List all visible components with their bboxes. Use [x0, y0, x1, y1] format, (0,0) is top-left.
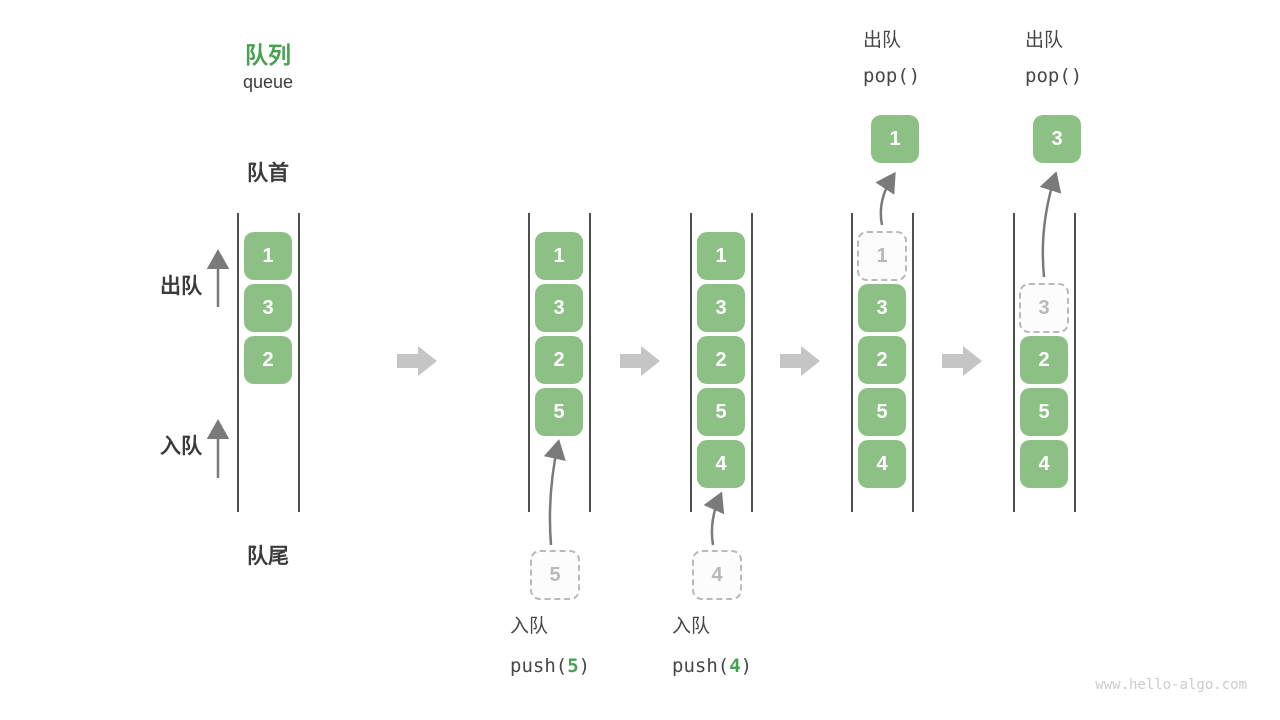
state-3-enqueue-arrow	[703, 491, 725, 546]
state-4-wall-left	[851, 213, 853, 512]
state-3-box-4: 4	[697, 440, 745, 488]
state-1-box-3: 3	[244, 284, 292, 332]
state-2-wall-right	[589, 213, 591, 512]
state-3-enqueue-label: 入队	[672, 616, 711, 637]
state-4-dequeue-code: pop()	[863, 65, 921, 87]
diagram-title-en: queue	[242, 72, 294, 92]
state-2-box-2: 2	[535, 336, 583, 384]
state-5-dequeue-arrow	[1039, 171, 1062, 278]
diagram-title-zh: 队列	[245, 42, 291, 68]
state-3-incoming-box: 4	[692, 550, 742, 600]
state-1-wall-left	[237, 213, 239, 512]
state-4-dequeue-arrow	[875, 171, 896, 226]
state-4-popped-box: 1	[871, 115, 919, 163]
state-2-enqueue-arg: 5	[567, 655, 579, 677]
state-2-enqueue-label: 入队	[510, 616, 549, 637]
state-3-enqueue-arg: 4	[729, 655, 741, 677]
state-5-box-4: 4	[1020, 440, 1068, 488]
state-5-wall-right	[1074, 213, 1076, 512]
state-4-box-5: 5	[858, 388, 906, 436]
state-1-box-1: 1	[244, 232, 292, 280]
state-3-box-5: 5	[697, 388, 745, 436]
transition-arrow-4	[942, 346, 982, 376]
state-2-wall-left	[528, 213, 530, 512]
transition-arrow-3	[780, 346, 820, 376]
state-4-wall-right	[912, 213, 914, 512]
queue-rear-label: 队尾	[247, 545, 289, 568]
state-5-dequeue-code: pop()	[1025, 65, 1083, 87]
enqueue-side-label: 入队	[160, 435, 202, 458]
state-1-wall-right	[298, 213, 300, 512]
state-5-dequeue-label: 出队	[1025, 30, 1064, 51]
state-5-wall-left	[1013, 213, 1015, 512]
state-3-enqueue-code: push(4)	[672, 655, 753, 677]
transition-arrow-1	[397, 346, 437, 376]
state-4-dequeue-label: 出队	[863, 30, 902, 51]
state-5-box-dashed-3: 3	[1019, 283, 1069, 333]
state-5-popped-box: 3	[1033, 115, 1081, 163]
state-2-box-3: 3	[535, 284, 583, 332]
state-2-incoming-box: 5	[530, 550, 580, 600]
state-5-box-5: 5	[1020, 388, 1068, 436]
watermark: www.hello-algo.com	[1095, 677, 1247, 693]
state-2-enqueue-arrow	[543, 439, 566, 546]
state-3-wall-right	[751, 213, 753, 512]
state-5-box-2: 2	[1020, 336, 1068, 384]
dequeue-side-label: 出队	[160, 275, 202, 298]
state-4-box-dashed-1: 1	[857, 231, 907, 281]
state-4-box-4: 4	[858, 440, 906, 488]
queue-front-label: 队首	[247, 162, 289, 185]
state-1-box-2: 2	[244, 336, 292, 384]
state-2-box-1: 1	[535, 232, 583, 280]
state-2-box-5: 5	[535, 388, 583, 436]
state-3-box-2: 2	[697, 336, 745, 384]
state-2-enqueue-code: push(5)	[510, 655, 591, 677]
state-3-box-3: 3	[697, 284, 745, 332]
state-4-box-2: 2	[858, 336, 906, 384]
state-3-box-1: 1	[697, 232, 745, 280]
state-3-wall-left	[690, 213, 692, 512]
state-4-box-3: 3	[858, 284, 906, 332]
transition-arrow-2	[620, 346, 660, 376]
